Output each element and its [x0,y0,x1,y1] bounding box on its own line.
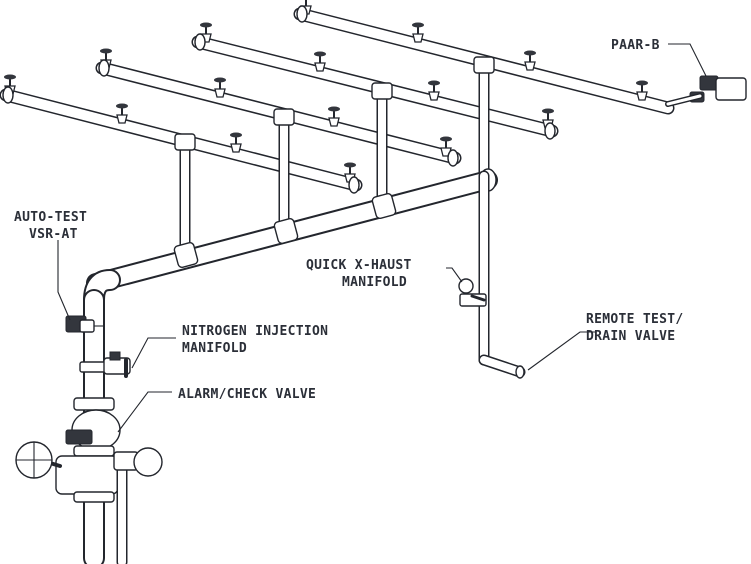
sprinkler-head [314,51,326,72]
callout-auto-test: AUTO-TEST VSR-AT [14,210,87,242]
callout-paar-b: PAAR-B [611,38,660,53]
nitrogen-injection-manifold [103,351,131,378]
inspector-drain-pipe [478,170,526,379]
sprinkler-head [428,80,440,101]
sprinkler-head [214,77,226,98]
callout-nitrogen-line2: MANIFOLD [182,341,247,356]
alarm-check-valve [65,397,121,457]
quick-x-haust-manifold [458,278,487,307]
callout-nitrogen: NITROGEN INJECTION MANIFOLD [182,324,328,356]
callout-remote-test-line2: DRAIN VALVE [586,329,675,344]
callout-remote-test: REMOTE TEST/ DRAIN VALVE [586,312,684,344]
callout-nitrogen-line1: NITROGEN INJECTION [182,324,328,339]
callout-alarm-text: ALARM/CHECK VALVE [178,387,316,402]
callout-quick-x-haust-line1: QUICK X-HAUST [306,258,412,273]
sprinkler-head [440,136,452,157]
paar-b-device [665,75,747,107]
callout-auto-test-line2: VSR-AT [29,227,78,242]
sprinkler-head [636,80,648,101]
sprinkler-head [412,22,424,43]
riser-pipes [179,57,490,254]
sprinkler-head [328,106,340,127]
cross-main-pipe [86,168,498,293]
leader-lines [57,43,707,433]
callout-quick-x-haust: QUICK X-HAUST MANIFOLD [306,258,412,290]
callout-auto-test-line1: AUTO-TEST [14,210,87,225]
branch-end-caps [2,5,556,194]
branch-tees [174,56,495,151]
sprinkler-head [230,132,242,153]
sprinkler-head [524,50,536,71]
riser-drain [113,447,163,564]
callout-quick-x-haust-line2: MANIFOLD [342,275,407,290]
callout-alarm: ALARM/CHECK VALVE [178,387,316,402]
auto-test-device [65,315,104,333]
callout-paar-b-text: PAAR-B [611,38,660,53]
sprinkler-head [116,103,128,124]
control-valve [15,441,119,503]
callout-remote-test-line1: REMOTE TEST/ [586,312,684,327]
